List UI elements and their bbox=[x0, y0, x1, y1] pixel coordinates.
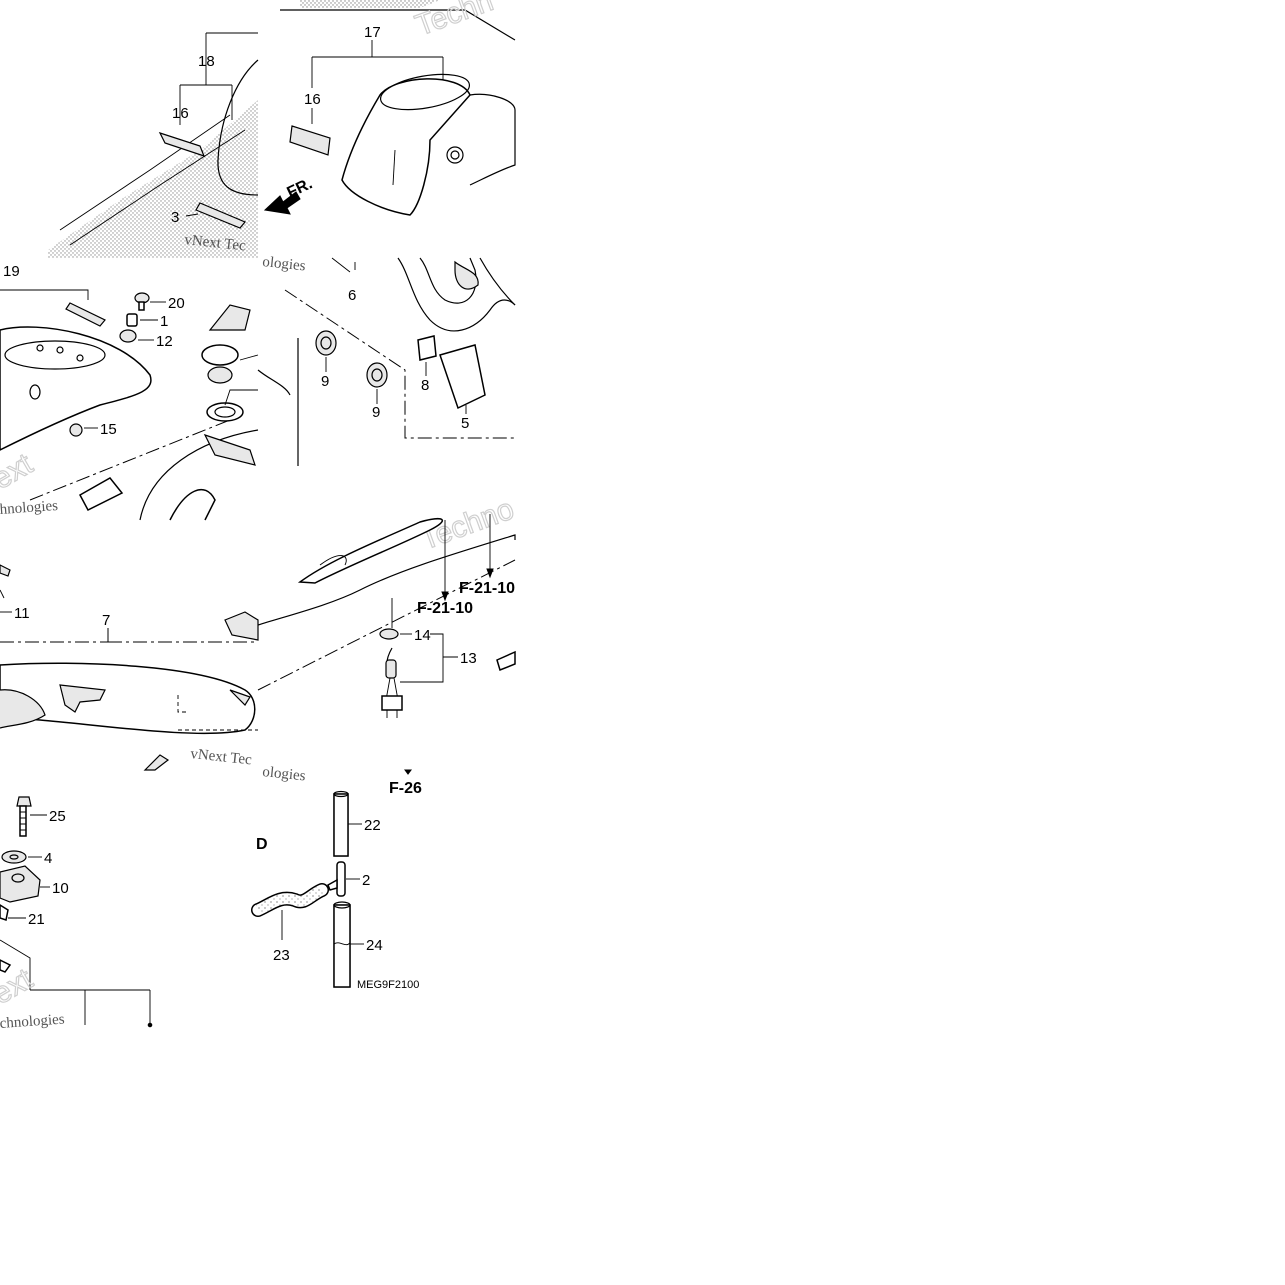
screw-20 bbox=[134, 292, 150, 311]
callout-16: 16 bbox=[172, 105, 189, 122]
label-5 bbox=[439, 344, 486, 410]
reference-f-21-10: F-21-10 bbox=[417, 600, 473, 617]
watermark-text: chnologies bbox=[0, 1011, 65, 1032]
damper-10 bbox=[0, 865, 41, 903]
callout-24: 24 bbox=[366, 937, 383, 954]
label-8 bbox=[417, 335, 437, 361]
callout-11: 11 bbox=[14, 605, 30, 622]
watermark-text: ologies bbox=[262, 254, 307, 274]
collar-1 bbox=[126, 313, 138, 327]
rear-fender-mount bbox=[0, 662, 256, 735]
joint-2 bbox=[327, 861, 346, 897]
hose-22 bbox=[333, 790, 349, 857]
callout-25: 25 bbox=[49, 808, 66, 825]
tile-mid-right: ologies 6 9 9 8 5 bbox=[262, 254, 516, 466]
emblem-strip-lower bbox=[195, 202, 246, 229]
bolt-25 bbox=[16, 796, 32, 837]
callout-7: 7 bbox=[102, 612, 110, 629]
callout-20: 20 bbox=[168, 295, 185, 312]
fender-panel bbox=[257, 534, 516, 626]
partial-mark: D bbox=[256, 836, 268, 853]
callout-1: 1 bbox=[160, 313, 168, 330]
grommet-9b bbox=[366, 362, 388, 388]
callout-4: 4 bbox=[44, 850, 52, 867]
callout-6: 6 bbox=[348, 287, 356, 304]
callout-22: 22 bbox=[364, 817, 381, 834]
callout-2: 2 bbox=[362, 872, 370, 889]
tile-row3-left: 11 7 vNext Tec bbox=[0, 564, 259, 771]
callout-19: 19 bbox=[3, 263, 20, 280]
watermark-text: vNext Tec bbox=[184, 232, 247, 254]
watermark-text: ologies bbox=[262, 764, 307, 784]
tile-top-left: 18 16 3 vNext Tec bbox=[48, 32, 259, 258]
front-arrow-icon bbox=[263, 191, 301, 215]
grommet-15 bbox=[69, 423, 83, 437]
emblem-strip bbox=[158, 131, 206, 157]
seat-cowl-outline bbox=[217, 59, 259, 196]
tile-row4-right: ologies F-26 D 22 2 23 24 bbox=[251, 764, 422, 991]
tile-row4-left: 25 4 10 21 ext chnologies bbox=[0, 796, 153, 1032]
callout-23: 23 bbox=[273, 947, 290, 964]
callout-3: 3 bbox=[171, 209, 179, 226]
tile-mid-left: 19 20 1 12 15 bbox=[0, 263, 291, 521]
harness-13 bbox=[381, 647, 403, 718]
callout-16: 16 bbox=[304, 91, 321, 108]
watermark-text: ext bbox=[0, 447, 39, 496]
callout-14: 14 bbox=[414, 627, 431, 644]
front-indicator: FR. bbox=[285, 175, 316, 201]
fuel-cap bbox=[201, 304, 251, 422]
callout-5: 5 bbox=[461, 415, 469, 432]
tile-row3-right: Techno F-21-10 F-21-10 14 13 bbox=[257, 492, 519, 718]
washer-4 bbox=[1, 850, 27, 864]
hose-23 bbox=[251, 883, 329, 917]
grommet-9a bbox=[315, 330, 337, 356]
tile-top-right: Techn 17 16 FR. bbox=[263, 0, 516, 216]
callout-21: 21 bbox=[28, 911, 45, 928]
callout-18: 18 bbox=[198, 53, 215, 70]
washer-14 bbox=[379, 628, 399, 640]
drawing-code: MEG9F2100 bbox=[357, 979, 419, 991]
callout-10: 10 bbox=[52, 880, 69, 897]
callout-8: 8 bbox=[421, 377, 429, 394]
watermark-text: vNext Tec bbox=[190, 746, 253, 768]
callout-17: 17 bbox=[364, 24, 381, 41]
grommet-12 bbox=[119, 329, 137, 343]
callout-12: 12 bbox=[156, 333, 173, 350]
emblem-pad bbox=[289, 125, 331, 156]
reference-f-26: F-26 bbox=[389, 780, 422, 797]
rear-cowl bbox=[341, 78, 471, 216]
callout-9: 9 bbox=[372, 404, 380, 421]
emblem-strip-19 bbox=[65, 302, 106, 327]
watermark-text: hnologies bbox=[0, 498, 59, 518]
reference-f-21-10: F-21-10 bbox=[459, 580, 515, 597]
script-emblem bbox=[297, 518, 443, 584]
callout-13: 13 bbox=[460, 650, 477, 667]
hose-24 bbox=[333, 901, 351, 988]
fuel-tank-cover bbox=[0, 326, 152, 451]
callout-15: 15 bbox=[100, 421, 117, 438]
callout-9: 9 bbox=[321, 373, 329, 390]
side-cover bbox=[397, 257, 516, 332]
